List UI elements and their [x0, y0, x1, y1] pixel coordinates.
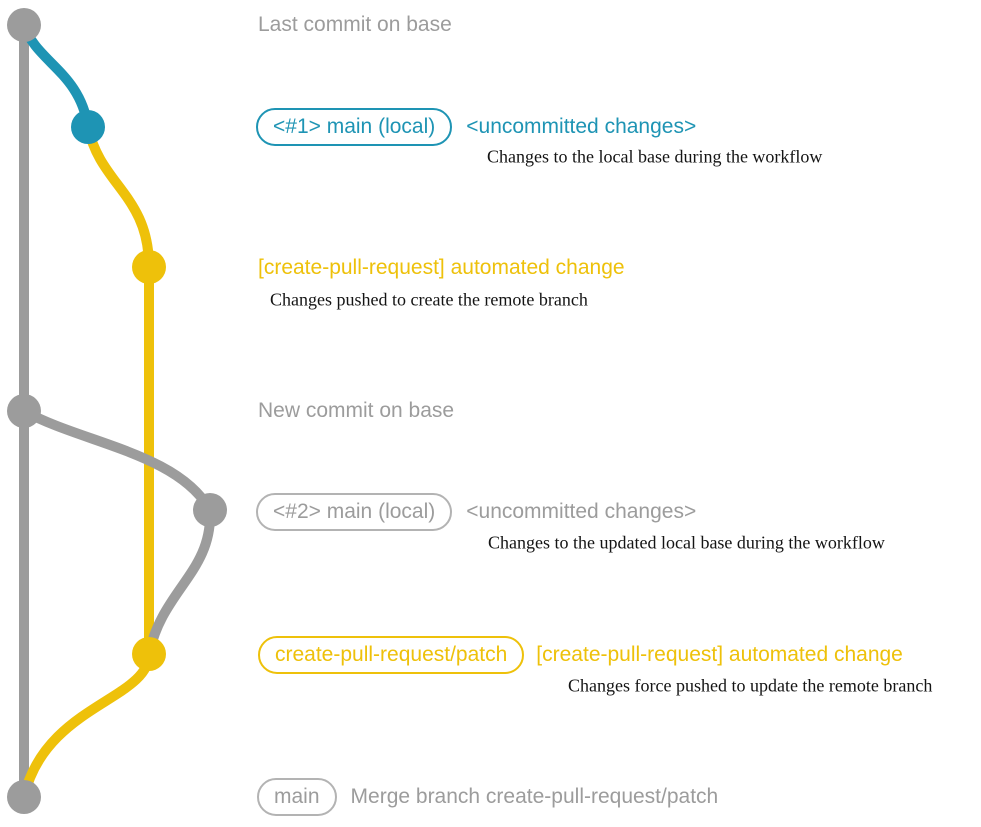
heading-uncommitted-changes-2: <uncommitted changes> — [466, 500, 697, 523]
patch-branch-curve-top — [83, 122, 154, 272]
branch-badge-main-local-1: <#1> main (local) — [256, 108, 453, 146]
branch-badge-patch: create-pull-request/patch — [258, 636, 525, 674]
commit-dot-new-base — [7, 394, 41, 428]
main-local-branch-curve-1 — [19, 20, 93, 132]
label-merge-branch: Merge branch create-pull-request/patch — [350, 785, 719, 808]
row-uncommitted-1: <#1> main (local) <uncommitted changes> — [256, 108, 696, 146]
note-uncommitted-2: Changes to the updated local base during… — [488, 532, 885, 553]
label-new-commit-on-base: New commit on base — [258, 399, 455, 422]
commit-dot-uncommitted-1 — [71, 110, 105, 144]
git-graph — [7, 8, 227, 814]
merge-curve — [19, 649, 154, 802]
branch-badge-main: main — [257, 778, 337, 816]
rebase-curve — [144, 505, 216, 659]
label-last-commit-on-base: Last commit on base — [258, 13, 452, 36]
note-uncommitted-1: Changes to the local base during the wor… — [487, 146, 823, 167]
note-automated-change-2: Changes force pushed to update the remot… — [568, 675, 933, 696]
row-automated-change-2: create-pull-request/patch [create-pull-r… — [258, 636, 903, 674]
commit-dot-automated-change-1 — [132, 250, 166, 284]
note-automated-change-1: Changes pushed to create the remote bran… — [270, 289, 588, 310]
main-local-branch-curve-2 — [19, 406, 215, 515]
row-merge: main Merge branch create-pull-request/pa… — [257, 778, 718, 816]
heading-automated-change-2: [create-pull-request] automated change — [536, 643, 903, 666]
row-uncommitted-2: <#2> main (local) <uncommitted changes> — [256, 493, 696, 531]
commit-dot-uncommitted-2 — [193, 493, 227, 527]
heading-uncommitted-changes-1: <uncommitted changes> — [466, 115, 697, 138]
commit-dot-merge — [7, 780, 41, 814]
heading-automated-change-1: [create-pull-request] automated change — [258, 256, 625, 279]
commit-dot-last-base — [7, 8, 41, 42]
commit-dot-automated-change-2 — [132, 637, 166, 671]
branch-badge-main-local-2: <#2> main (local) — [256, 493, 453, 531]
